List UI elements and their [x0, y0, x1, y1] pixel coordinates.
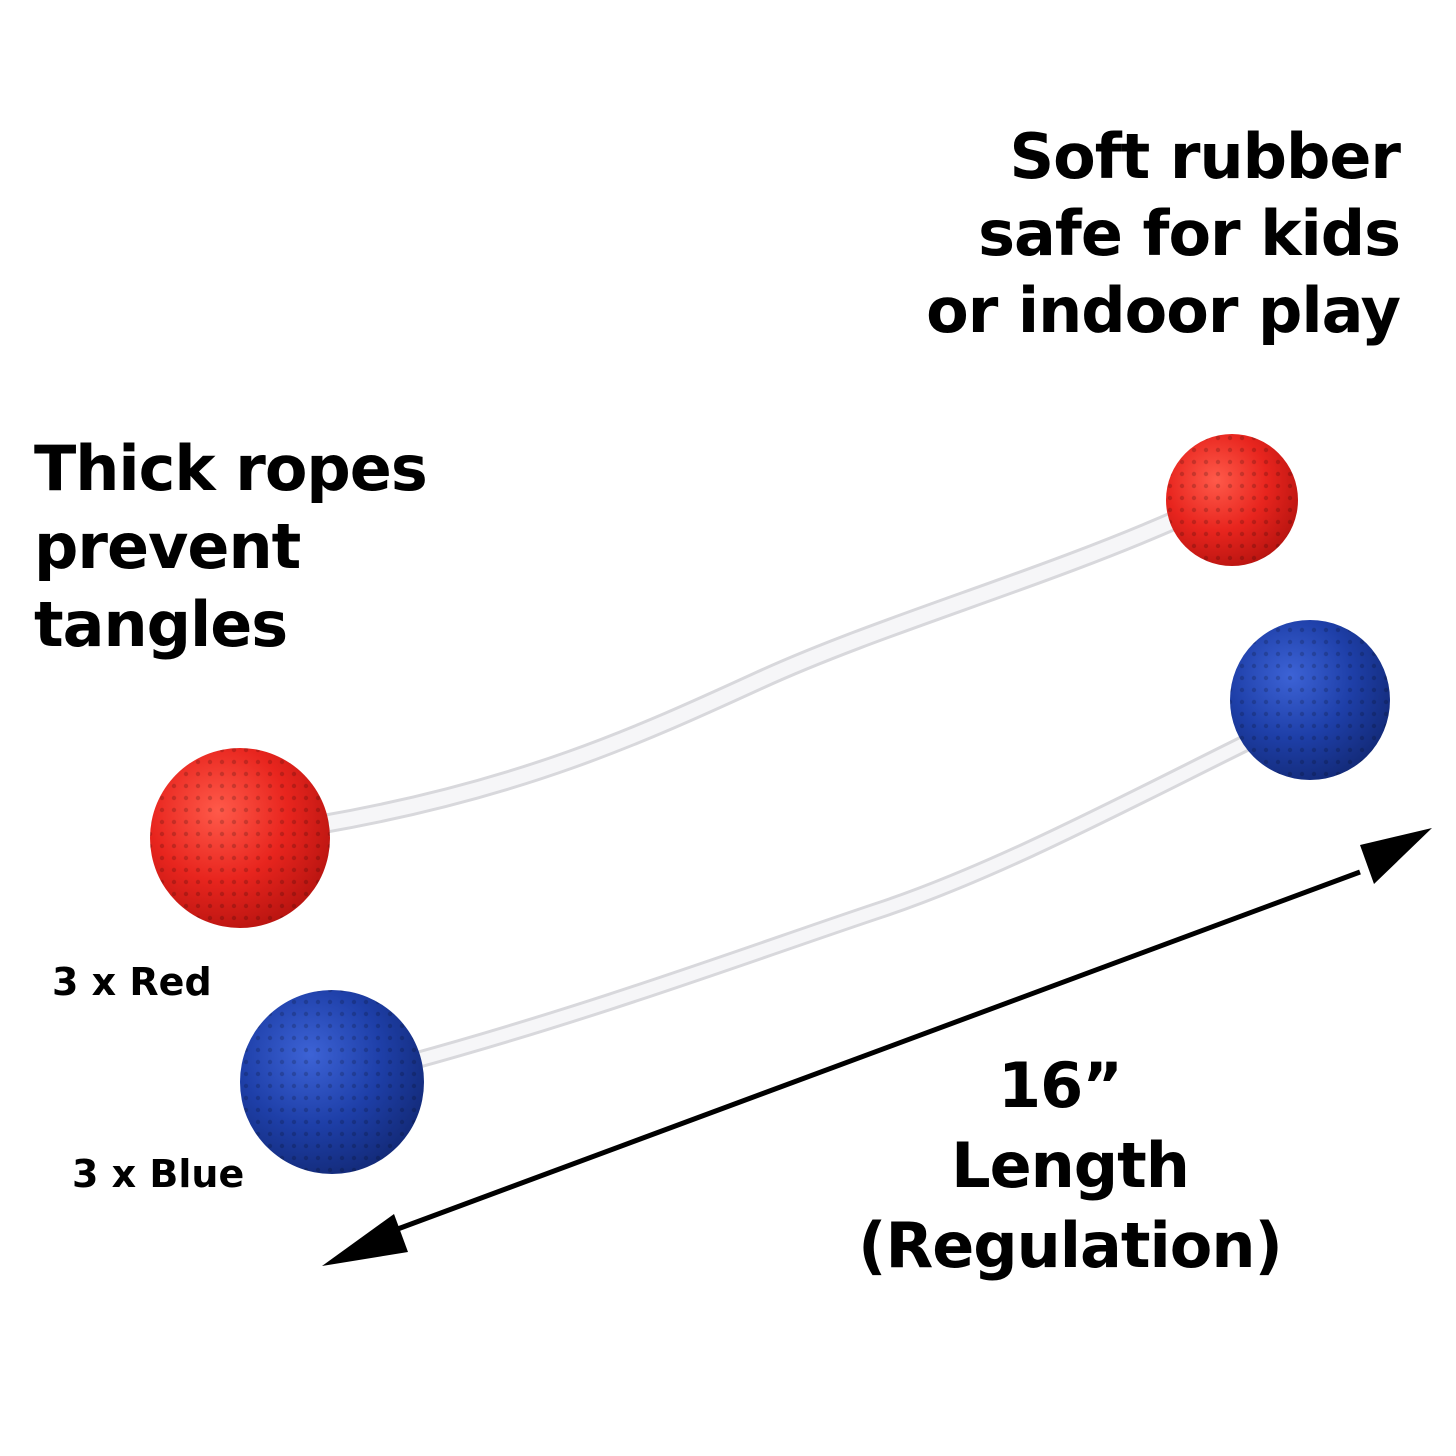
length-note: (Regulation): [858, 1209, 1283, 1282]
length-value: 16”: [997, 1049, 1123, 1122]
rope-red: [308, 508, 1190, 835]
headline-left-line-1: Thick ropes: [34, 432, 428, 505]
red-count-label: 3 x Red: [52, 960, 212, 1004]
red-ball-top: [1166, 434, 1298, 566]
headline-left-line-3: tangles: [34, 588, 288, 661]
headline-right-line-3: or indoor play: [926, 274, 1401, 347]
red-ball-bottom: [150, 748, 330, 928]
headline-right-line-2: safe for kids: [978, 197, 1401, 270]
headline-right-line-1: Soft rubber: [1009, 120, 1401, 193]
blue-ball-bottom: [240, 990, 424, 1174]
blue-ball-top: [1230, 620, 1390, 780]
length-arrow: [322, 828, 1432, 1266]
headline-left-line-2: prevent: [34, 510, 301, 583]
blue-count-label: 3 x Blue: [72, 1152, 245, 1196]
rope-blue: [401, 726, 1271, 1071]
length-label: Length: [951, 1129, 1190, 1202]
